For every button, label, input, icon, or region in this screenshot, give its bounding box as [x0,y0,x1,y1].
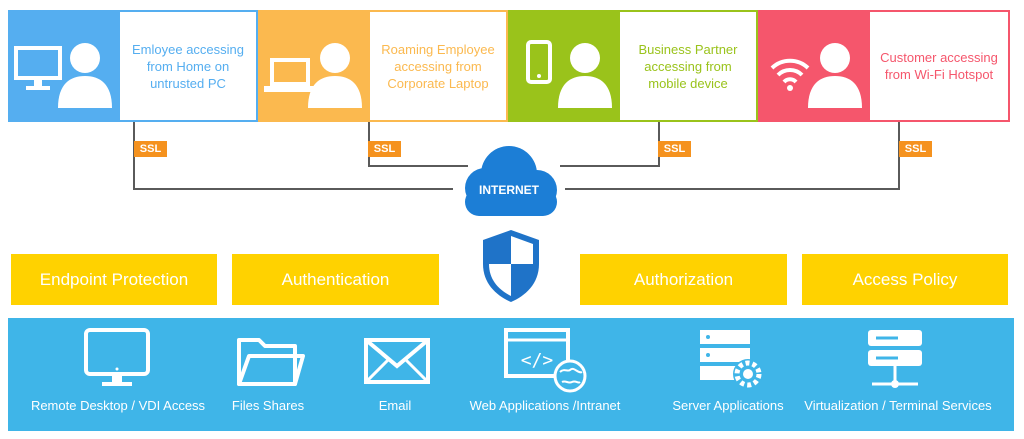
ssl-tag: SSL [134,141,167,157]
service-label: Files Shares [231,398,305,413]
user-card-icon-area [260,12,370,120]
connector-line [133,188,453,190]
user-card-home-employee: Emloyee accessing from Home on untrusted… [8,10,258,122]
user-card-roaming-employee: Roaming Employee accessing from Corporat… [258,10,508,122]
server-gear-icon [700,330,763,389]
ssl-tag: SSL [658,141,691,157]
connector-line [565,188,900,190]
web-code-icon: </> [504,328,587,393]
authorization-box: Authorization [580,254,787,305]
user-card-label: Emloyee accessing from Home on untrusted… [120,12,256,120]
svg-text:</>: </> [521,350,554,371]
user-card-icon-area [10,12,120,120]
service-file-shares: Files Shares [213,318,323,431]
user-card-icon-area [510,12,620,120]
access-policy-box: Access Policy [802,254,1008,305]
server-stack-icon [868,330,922,388]
user-card-label: Business Partner accessing from mobile d… [620,12,756,120]
endpoint-protection-box: Endpoint Protection [11,254,217,305]
service-virtualization: Virtualization / Terminal Services [798,318,998,431]
monitor-icon [84,328,150,386]
mobile-phone-icon [526,40,612,108]
service-label: Email [378,398,412,413]
service-server-applications: Server Applications [658,318,798,431]
user-card-business-partner: Business Partner accessing from mobile d… [508,10,758,122]
desktop-monitor-icon [14,43,112,108]
shield-icon [483,230,539,302]
ssl-tag: SSL [368,141,401,157]
folder-icon [237,338,305,386]
envelope-icon [364,338,430,384]
wifi-icon [770,43,862,108]
internet-label: INTERNET [479,183,539,197]
laptop-icon [264,43,362,108]
ssl-tag: SSL [899,141,932,157]
user-card-label: Customer accessing from Wi-Fi Hotspot [870,12,1008,120]
service-label: Server Applications [672,398,784,413]
service-web-applications: </> Web Applications /Intranet [460,318,630,431]
user-card-customer: Customer accessing from Wi-Fi Hotspot [758,10,1010,122]
services-band: Remote Desktop / VDI Access Files Shares… [8,318,1014,431]
cloud-icon [465,146,557,216]
user-card-label: Roaming Employee accessing from Corporat… [370,12,506,120]
authentication-box: Authentication [232,254,439,305]
service-remote-desktop: Remote Desktop / VDI Access [8,318,228,431]
service-label: Remote Desktop / VDI Access [30,398,206,413]
user-card-icon-area [760,12,870,120]
connector-line [560,165,660,167]
service-label: Web Applications /Intranet [469,398,621,413]
service-label: Virtualization / Terminal Services [804,398,992,413]
connector-line [368,165,468,167]
service-email: Email [340,318,450,431]
